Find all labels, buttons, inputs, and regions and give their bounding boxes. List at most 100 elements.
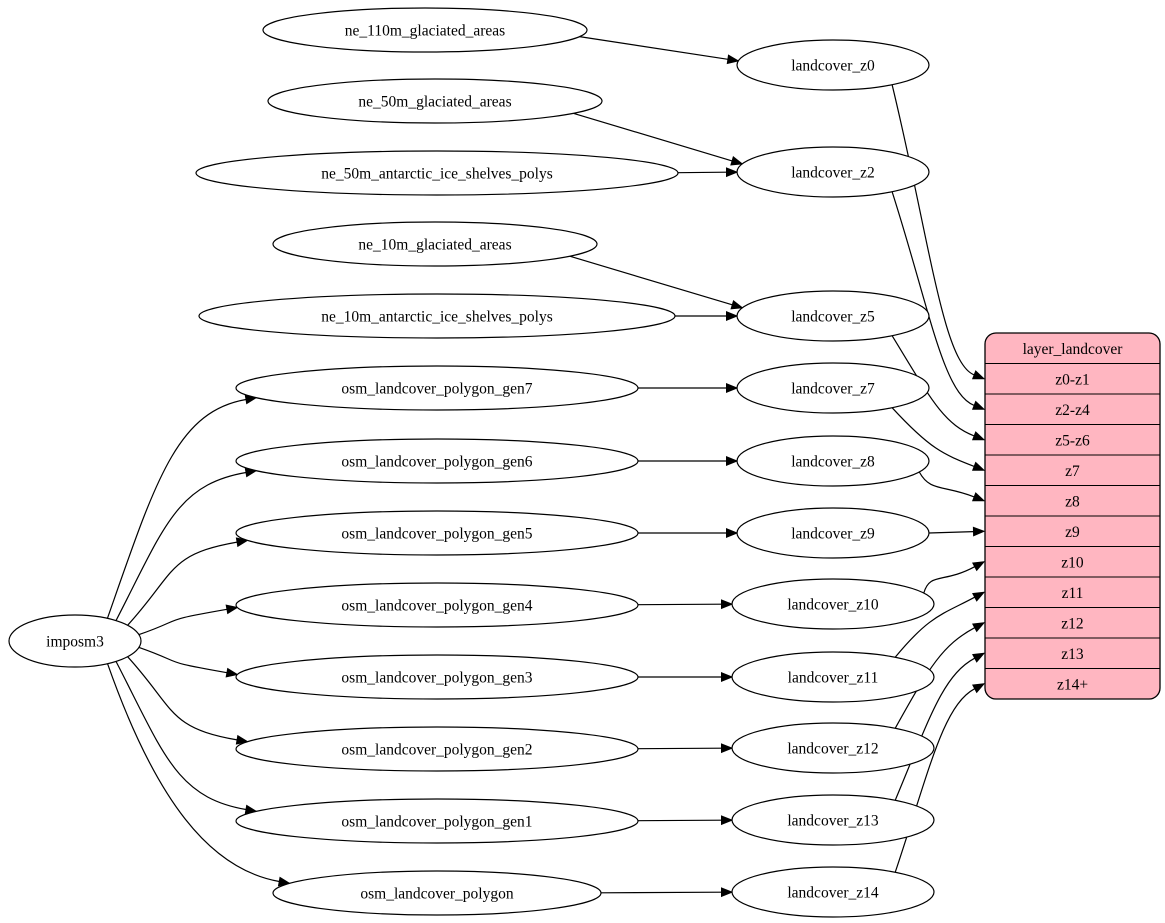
- node-label-osm_landcover_polygon_gen2: osm_landcover_polygon_gen2: [341, 742, 532, 759]
- edge-landcover_z8-to-layer_landcover-z8-line: [918, 471, 975, 498]
- node-osm_landcover_polygon_gen7: osm_landcover_polygon_gen7: [235, 365, 639, 411]
- node-ellipse-osm_landcover_polygon_gen4: [235, 582, 639, 628]
- edge-osm_landcover_polygon_gen6-to-landcover_z8-arrowhead: [726, 456, 739, 466]
- edge-ne_50m_glaciated_areas-to-landcover_z2: [573, 112, 744, 166]
- table-row-z5-z6: z5-z6: [1055, 432, 1090, 449]
- edge-landcover_z2-to-layer_landcover-z2-z4-line: [891, 191, 975, 406]
- node-label-landcover_z9: landcover_z9: [791, 526, 875, 543]
- node-ne_50m_antarctic_ice_shelves_polys: ne_50m_antarctic_ice_shelves_polys: [195, 150, 679, 196]
- node-label-ne_50m_antarctic_ice_shelves_polys: ne_50m_antarctic_ice_shelves_polys: [321, 166, 553, 183]
- node-osm_landcover_polygon_gen6: osm_landcover_polygon_gen6: [235, 438, 639, 484]
- edge-landcover_z13-to-layer_landcover-z13-arrowhead: [972, 652, 986, 663]
- node-landcover_z14: landcover_z14: [731, 866, 935, 918]
- node-ne_10m_antarctic_ice_shelves_polys: ne_10m_antarctic_ice_shelves_polys: [198, 293, 676, 339]
- node-label-ne_50m_glaciated_areas: ne_50m_glaciated_areas: [358, 94, 511, 111]
- edge-landcover_z14-to-layer_landcover-z14+-arrowhead: [972, 683, 986, 694]
- node-label-landcover_z12: landcover_z12: [787, 741, 878, 758]
- node-label-ne_110m_glaciated_areas: ne_110m_glaciated_areas: [345, 23, 505, 40]
- edge-landcover_z0-to-layer_landcover-z0-z1-arrowhead: [971, 370, 986, 380]
- table-row-z11: z11: [1062, 585, 1084, 602]
- table-row-z9: z9: [1065, 524, 1080, 541]
- node-ellipse-landcover_z2: [736, 146, 930, 198]
- table-layer_landcover: layer_landcoverz0-z1z2-z4z5-z6z7z8z9z10z…: [984, 332, 1161, 700]
- node-ellipse-osm_landcover_polygon: [272, 870, 602, 916]
- edge-landcover_z12-to-layer_landcover-z12-line: [894, 627, 975, 729]
- node-ellipse-ne_50m_glaciated_areas: [267, 78, 603, 124]
- node-osm_landcover_polygon_gen3: osm_landcover_polygon_gen3: [235, 654, 639, 700]
- edge-landcover_z14-to-layer_landcover-z14+-line: [894, 688, 975, 873]
- edge-landcover_z2-to-layer_landcover-z2-z4: [891, 191, 986, 410]
- node-landcover_z5: landcover_z5: [736, 290, 930, 342]
- edge-osm_landcover_polygon_gen5-to-landcover_z9: [638, 528, 739, 538]
- edge-landcover_z9-to-layer_landcover-z9-arrowhead: [972, 526, 986, 537]
- node-label-landcover_z2: landcover_z2: [791, 165, 875, 182]
- node-label-imposm3: imposm3: [46, 634, 104, 651]
- edge-ne_10m_glaciated_areas-to-landcover_z5-arrowhead: [730, 299, 744, 310]
- edge-osm_landcover_polygon_gen4-to-landcover_z10-line: [637, 603, 722, 606]
- edge-ne_10m_glaciated_areas-to-landcover_z5-line: [569, 255, 733, 306]
- node-ellipse-osm_landcover_polygon_gen1: [235, 798, 639, 844]
- node-osm_landcover_polygon_gen1: osm_landcover_polygon_gen1: [235, 798, 639, 844]
- node-ellipse-landcover_z8: [736, 435, 930, 487]
- edge-imposm3-to-osm_landcover_polygon: [106, 663, 291, 887]
- node-ellipse-osm_landcover_polygon_gen7: [235, 365, 639, 411]
- node-label-landcover_z10: landcover_z10: [787, 597, 878, 614]
- node-ellipse-landcover_z0: [736, 39, 930, 91]
- edge-landcover_z11-to-layer_landcover-z11: [894, 591, 986, 658]
- edge-osm_landcover_polygon_gen2-to-landcover_z12: [637, 743, 734, 754]
- edge-landcover_z5-to-layer_landcover-z5-z6: [891, 335, 986, 441]
- edge-osm_landcover_polygon_gen3-to-landcover_z11: [638, 672, 734, 682]
- node-ellipse-ne_10m_glaciated_areas: [272, 221, 598, 267]
- node-ne_10m_glaciated_areas: ne_10m_glaciated_areas: [272, 221, 598, 267]
- edge-osm_landcover_polygon_gen1-to-landcover_z13-arrowhead: [721, 815, 734, 826]
- edge-landcover_z7-to-layer_landcover-z7: [891, 407, 986, 471]
- edge-landcover_z5-to-layer_landcover-z5-z6-line: [891, 335, 975, 437]
- edge-imposm3-to-osm_landcover_polygon_gen6-line: [115, 471, 247, 621]
- edge-imposm3-to-osm_landcover_polygon_gen1-line: [115, 661, 247, 811]
- edge-imposm3-to-osm_landcover_polygon-line: [106, 663, 280, 883]
- node-landcover_z12: landcover_z12: [731, 722, 935, 774]
- edge-ne_50m_glaciated_areas-to-landcover_z2-arrowhead: [730, 156, 744, 166]
- edge-imposm3-to-osm_landcover_polygon_gen6: [115, 467, 258, 621]
- edge-osm_landcover_polygon_gen4-to-landcover_z10: [637, 599, 734, 610]
- edge-landcover_z5-to-layer_landcover-z5-z6-arrowhead: [971, 431, 986, 441]
- node-label-landcover_z7: landcover_z7: [791, 381, 875, 398]
- nodes-layer: imposm3 ne_110m_glaciated_areas ne_50m_gla…: [8, 7, 935, 918]
- node-ellipse-landcover_z11: [731, 651, 935, 703]
- node-label-osm_landcover_polygon_gen3: osm_landcover_polygon_gen3: [341, 670, 532, 687]
- edge-imposm3-to-osm_landcover_polygon_gen4: [138, 604, 239, 636]
- node-label-osm_landcover_polygon_gen7: osm_landcover_polygon_gen7: [341, 381, 532, 398]
- edge-landcover_z2-to-layer_landcover-z2-z4-arrowhead: [971, 400, 986, 410]
- node-ellipse-ne_110m_glaciated_areas: [262, 7, 588, 53]
- node-ellipse-ne_10m_antarctic_ice_shelves_polys: [198, 293, 676, 339]
- edge-ne_110m_glaciated_areas-to-landcover_z0-arrowhead: [726, 54, 740, 65]
- node-label-landcover_z0: landcover_z0: [791, 58, 875, 75]
- node-ne_50m_glaciated_areas: ne_50m_glaciated_areas: [267, 78, 603, 124]
- edge-osm_landcover_polygon-to-landcover_z14-arrowhead: [721, 887, 734, 898]
- edge-ne_110m_glaciated_areas-to-landcover_z0: [579, 36, 740, 65]
- edge-osm_landcover_polygon-to-landcover_z14: [600, 887, 734, 898]
- table-row-z2-z4: z2-z4: [1055, 402, 1090, 419]
- edge-landcover_z13-to-layer_landcover-z13: [894, 652, 986, 801]
- edge-landcover_z9-to-layer_landcover-z9-line: [928, 531, 974, 534]
- edge-landcover_z12-to-layer_landcover-z12: [894, 622, 986, 729]
- node-osm_landcover_polygon_gen5: osm_landcover_polygon_gen5: [235, 510, 639, 556]
- edge-imposm3-to-osm_landcover_polygon_gen7-line: [106, 398, 247, 619]
- node-landcover_z9: landcover_z9: [736, 507, 930, 559]
- edge-osm_landcover_polygon_gen7-to-landcover_z7: [638, 383, 739, 393]
- node-ellipse-landcover_z13: [731, 794, 935, 846]
- edge-landcover_z14-to-layer_landcover-z14+: [894, 683, 986, 873]
- edge-landcover_z12-to-layer_landcover-z12-arrowhead: [972, 622, 986, 633]
- node-ellipse-landcover_z12: [731, 722, 935, 774]
- node-ellipse-osm_landcover_polygon_gen5: [235, 510, 639, 556]
- edge-osm_landcover_polygon_gen5-to-landcover_z9-arrowhead: [726, 528, 739, 538]
- table-row-z7: z7: [1065, 463, 1080, 480]
- node-landcover_z0: landcover_z0: [736, 39, 930, 91]
- node-landcover_z8: landcover_z8: [736, 435, 930, 487]
- edge-osm_landcover_polygon_gen1-to-landcover_z13-line: [637, 819, 722, 822]
- edge-landcover_z8-to-layer_landcover-z8-arrowhead: [971, 492, 986, 502]
- node-label-osm_landcover_polygon_gen1: osm_landcover_polygon_gen1: [341, 814, 532, 831]
- edge-ne_50m_antarctic_ice_shelves_polys-to-landcover_z2-line: [677, 171, 727, 174]
